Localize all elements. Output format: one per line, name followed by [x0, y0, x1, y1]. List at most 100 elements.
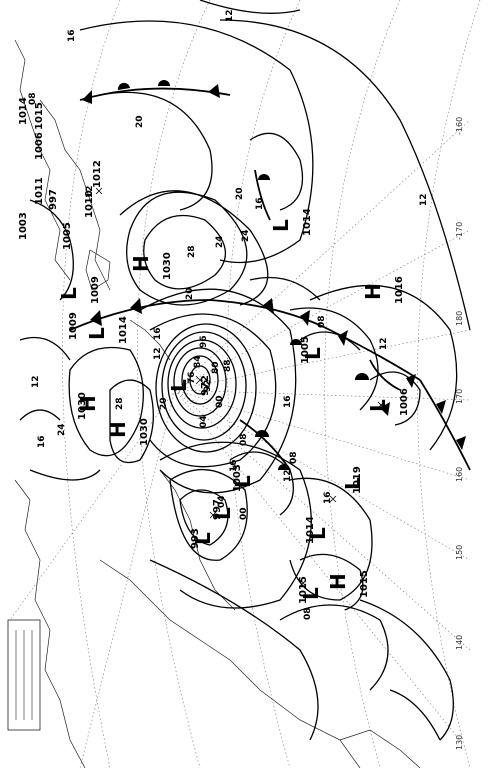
- high-pressure-center: H 1030: [129, 252, 173, 280]
- front-symbols: [82, 80, 466, 470]
- isobar-label: 04: [199, 415, 209, 428]
- isobars: [19, 0, 471, 741]
- svg-text:1015: 1015: [298, 576, 309, 604]
- isobar-label: 88: [223, 359, 233, 372]
- low-pressure-center: L 1003: [231, 464, 255, 492]
- isobar-label: 16: [229, 459, 239, 472]
- low-pressure-center: 1011: [34, 177, 45, 205]
- low-pressure-center: L 1015: [298, 576, 323, 604]
- isobar-label: 20: [159, 397, 169, 410]
- svg-text:H: H: [76, 395, 100, 412]
- svg-text:1011: 1011: [34, 177, 45, 205]
- isobar-label: 12: [31, 375, 41, 388]
- warm-front-symbol: [158, 80, 170, 86]
- svg-text:972: 972: [200, 375, 211, 396]
- cold-front-symbol: [90, 310, 102, 326]
- longitude-label: -170: [455, 222, 464, 240]
- isobar-labels: 12 16 20 24 28 08 04 00 96 92 88 84 80 7…: [28, 9, 429, 620]
- isobar-label: 12: [85, 185, 95, 198]
- cold-front-symbol: [456, 436, 466, 450]
- svg-text:1010: 1010: [84, 190, 95, 218]
- svg-text:1006: 1006: [399, 388, 410, 416]
- isobar-label: 24: [215, 235, 225, 248]
- isobar-label: 12: [153, 347, 163, 360]
- isobar-label: 08: [317, 315, 327, 328]
- svg-text:993: 993: [190, 528, 201, 549]
- low-pressure-center: L 1014: [269, 208, 313, 236]
- isobar-label: 00: [239, 507, 249, 520]
- longitude-label: 130: [455, 735, 464, 750]
- isobar-label: 12: [225, 9, 235, 22]
- svg-text:L: L: [191, 532, 215, 545]
- longitude-label: 160: [455, 467, 464, 482]
- low-pressure-center: L 993: [190, 528, 215, 549]
- longitude-label: 150: [455, 545, 464, 560]
- isobar-label: 12: [419, 193, 429, 206]
- svg-text:997: 997: [212, 499, 223, 520]
- low-pressure-center: 997: [48, 189, 59, 210]
- isobar-label: 20: [135, 115, 145, 128]
- isobar-label: 16: [153, 327, 163, 340]
- isobar-label: 28: [187, 245, 197, 258]
- cold-front-symbol: [208, 84, 220, 98]
- svg-text:1014: 1014: [18, 97, 29, 125]
- cold-front-symbol: [262, 298, 274, 314]
- svg-text:H: H: [326, 573, 350, 590]
- svg-text:1012: 1012: [92, 160, 103, 188]
- isobar-label: 00: [215, 395, 225, 408]
- isobar-label: 08: [239, 433, 249, 446]
- center-markers: [95, 187, 385, 587]
- svg-text:L: L: [341, 477, 365, 490]
- svg-text:L: L: [299, 587, 323, 600]
- svg-text:1009: 1009: [90, 276, 101, 304]
- high-pressure-center: H 1016: [361, 276, 405, 304]
- svg-text:L: L: [301, 347, 325, 360]
- low-pressure-center: L 972: [167, 375, 211, 396]
- svg-text:L: L: [269, 219, 293, 232]
- isobar-label: 20: [185, 287, 195, 300]
- svg-text:1030: 1030: [77, 392, 88, 420]
- isobar-label: 16: [37, 435, 47, 448]
- low-pressure-center: L 1009: [57, 276, 101, 304]
- svg-text:1014: 1014: [118, 316, 129, 344]
- isobar-label: 28: [115, 397, 125, 410]
- graticule: [9, 0, 481, 769]
- svg-text:1015: 1015: [359, 570, 370, 598]
- low-pressure-center: L 1019: [341, 466, 365, 494]
- longitude-label: 140: [455, 635, 464, 650]
- isobar-label: 16: [323, 491, 333, 504]
- low-pressure-center: 1015: [34, 102, 45, 130]
- warm-front-symbol: [117, 82, 130, 90]
- svg-text:1016: 1016: [394, 276, 405, 304]
- longitude-label: 180: [455, 311, 464, 326]
- isobar-label: 16: [255, 197, 265, 210]
- svg-text:1006: 1006: [34, 132, 45, 160]
- longitude-label: 170: [455, 389, 464, 404]
- svg-text:1003: 1003: [18, 212, 29, 240]
- svg-text:1009: 1009: [68, 312, 79, 340]
- fronts: [69, 87, 471, 471]
- cold-front-symbol: [406, 374, 416, 388]
- isobar-label: 76: [187, 371, 197, 384]
- svg-text:1005: 1005: [62, 222, 73, 250]
- low-pressure-center: L 1005: [300, 336, 325, 364]
- low-pressure-center: 1003: [18, 212, 29, 240]
- svg-text:1030: 1030: [162, 252, 173, 280]
- svg-text:H: H: [129, 255, 153, 272]
- coastlines: [14, 39, 421, 769]
- low-pressure-center: L 1006: [366, 388, 410, 416]
- warm-front-symbol: [258, 174, 270, 180]
- isobar-label: 20: [235, 187, 245, 200]
- svg-text:L: L: [85, 327, 109, 340]
- high-pressure-center: H 1030: [76, 392, 100, 420]
- low-pressure-center: 1005: [62, 222, 73, 250]
- isobar-label: 24: [57, 423, 67, 436]
- svg-text:1030: 1030: [139, 418, 150, 446]
- legend-box: [7, 619, 41, 731]
- svg-text:L: L: [366, 399, 390, 412]
- low-pressure-center: L 997: [211, 499, 235, 520]
- low-pressure-center: 1012: [92, 160, 103, 188]
- low-pressure-center: L 1014: [85, 316, 129, 344]
- warm-front-symbol: [278, 464, 290, 470]
